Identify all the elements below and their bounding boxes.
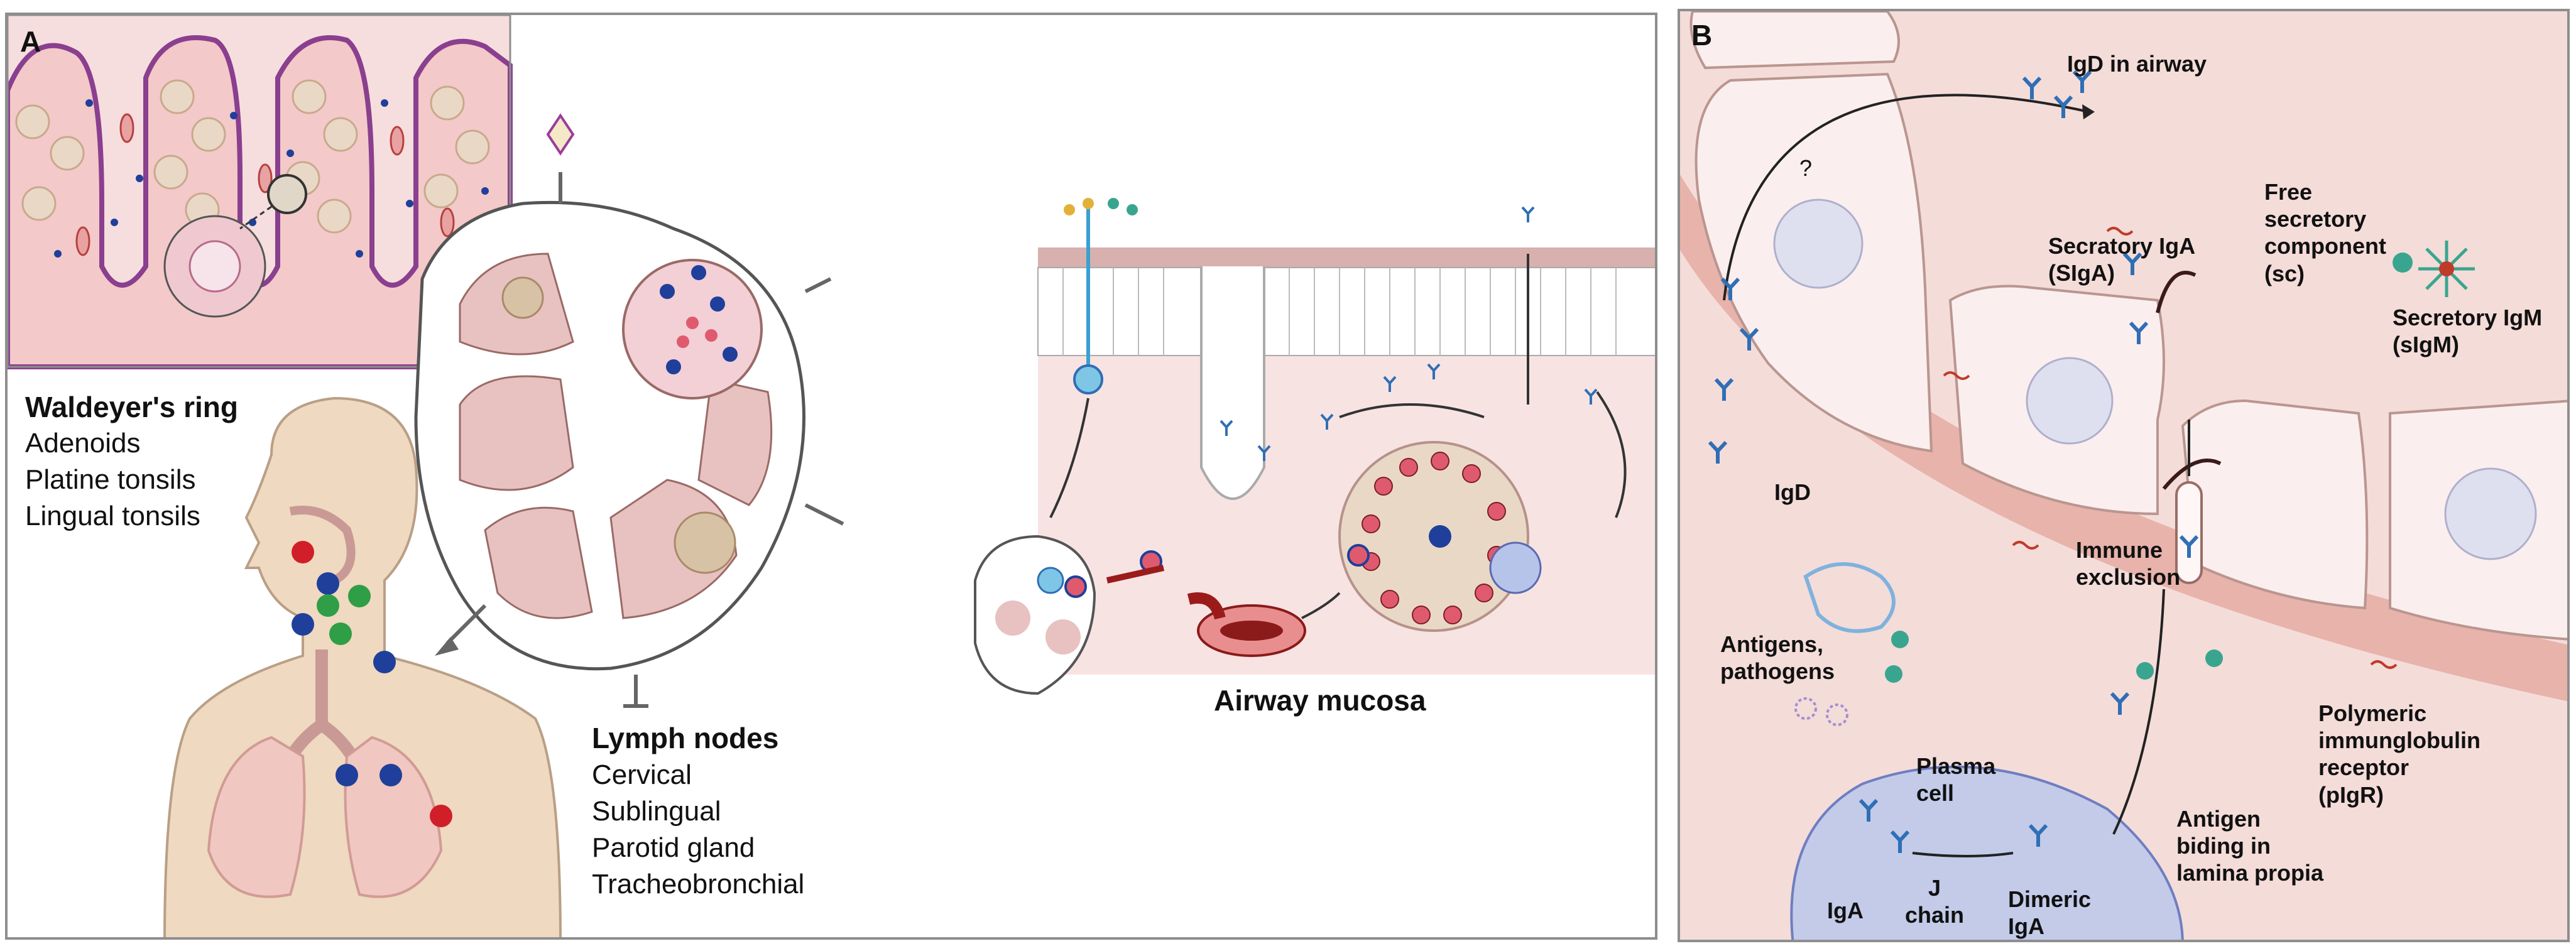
panel-b-illustration xyxy=(1680,11,2567,940)
lymph-node-item: Sublingual xyxy=(592,796,721,827)
airway-mucosa-illustration xyxy=(974,198,1655,695)
question-mark-label: ? xyxy=(1799,155,1813,181)
panel-b: B IgD in airway ? Secratory IgA (SIgA) F… xyxy=(1678,9,2570,942)
panel-a-illustration xyxy=(8,15,1655,937)
free-secretory-component-label: Free secretory component (sc) xyxy=(2264,179,2386,286)
antigens-pathogens-label: Antigens, pathogens xyxy=(1720,631,1835,685)
antigen-binding-label: Antigen biding in lamina propia xyxy=(2176,806,2324,886)
iga-label: IgA xyxy=(1827,898,1864,923)
igd-label: IgD xyxy=(1774,479,1811,505)
waldeyer-ring-title: Waldeyer's ring xyxy=(25,391,239,423)
tonsil-tissue xyxy=(8,15,513,369)
dimeric-iga-label: Dimeric IgA xyxy=(2008,886,2092,940)
waldeyer-item: Lingual tonsils xyxy=(25,501,200,531)
lymph-node-item: Parotid gland xyxy=(592,832,755,863)
lymph-node xyxy=(414,113,844,708)
human-silhouette xyxy=(163,396,562,937)
panel-a-letter: A xyxy=(20,25,41,58)
igd-in-airway-label: IgD in airway xyxy=(2067,51,2207,77)
panel-a: A Waldeyer's ring Adenoids Platine tonsi… xyxy=(5,13,1657,940)
secretory-iga-label: Secratory IgA (SIgA) xyxy=(2048,233,2196,286)
secretory-igm-label: Secretory IgM (sIgM) xyxy=(2393,305,2543,358)
pigr-label: Polymeric immunglobulin receptor (pIgR) xyxy=(2318,700,2480,808)
panel-b-letter: B xyxy=(1691,19,1713,52)
plasma-cell-label: Plasma cell xyxy=(1916,753,1996,807)
lymph-node-item: Tracheobronchial xyxy=(592,869,805,899)
lymph-node-item: Cervical xyxy=(592,759,692,790)
airway-mucosa-label: Airway mucosa xyxy=(1214,684,1426,717)
immune-exclusion-label: Immune exclusion xyxy=(2076,537,2181,590)
lymph-nodes-title: Lymph nodes xyxy=(592,722,779,754)
waldeyer-item: Platine tonsils xyxy=(25,464,196,495)
j-chain-label: J chain xyxy=(1905,875,1965,928)
waldeyer-item: Adenoids xyxy=(25,428,141,459)
